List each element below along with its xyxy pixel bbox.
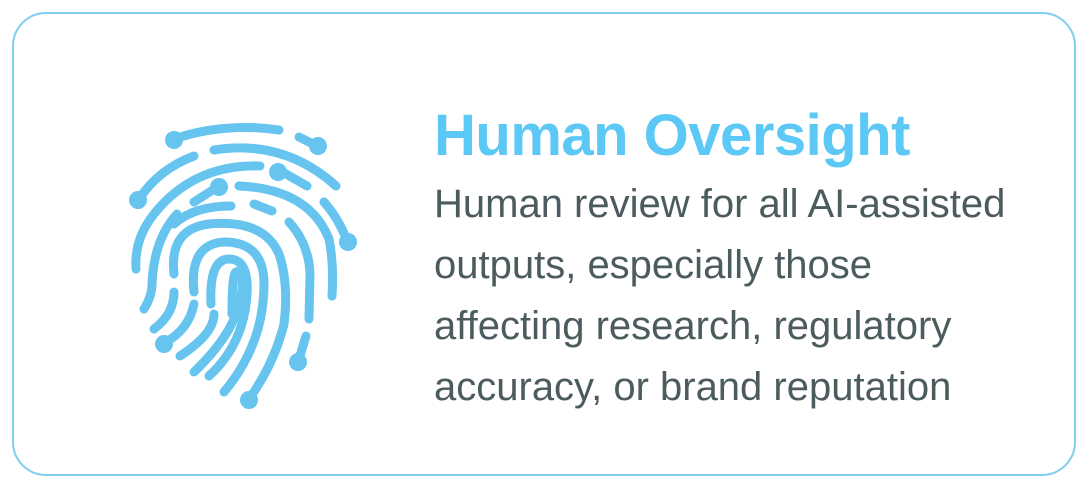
description-line: Human review for all AI-assisted	[434, 182, 1006, 226]
fingerprint-icon	[129, 122, 357, 409]
description-line: outputs, especially those	[434, 243, 873, 287]
card-description: Human review for all AI-assisted outputs…	[434, 174, 1074, 418]
oversight-card: Human Oversight Human review for all AI-…	[12, 12, 1076, 476]
description-line: accuracy, or brand reputation	[434, 365, 952, 409]
card-title: Human Oversight	[434, 103, 910, 168]
description-line: affecting research, regulatory	[434, 304, 952, 348]
